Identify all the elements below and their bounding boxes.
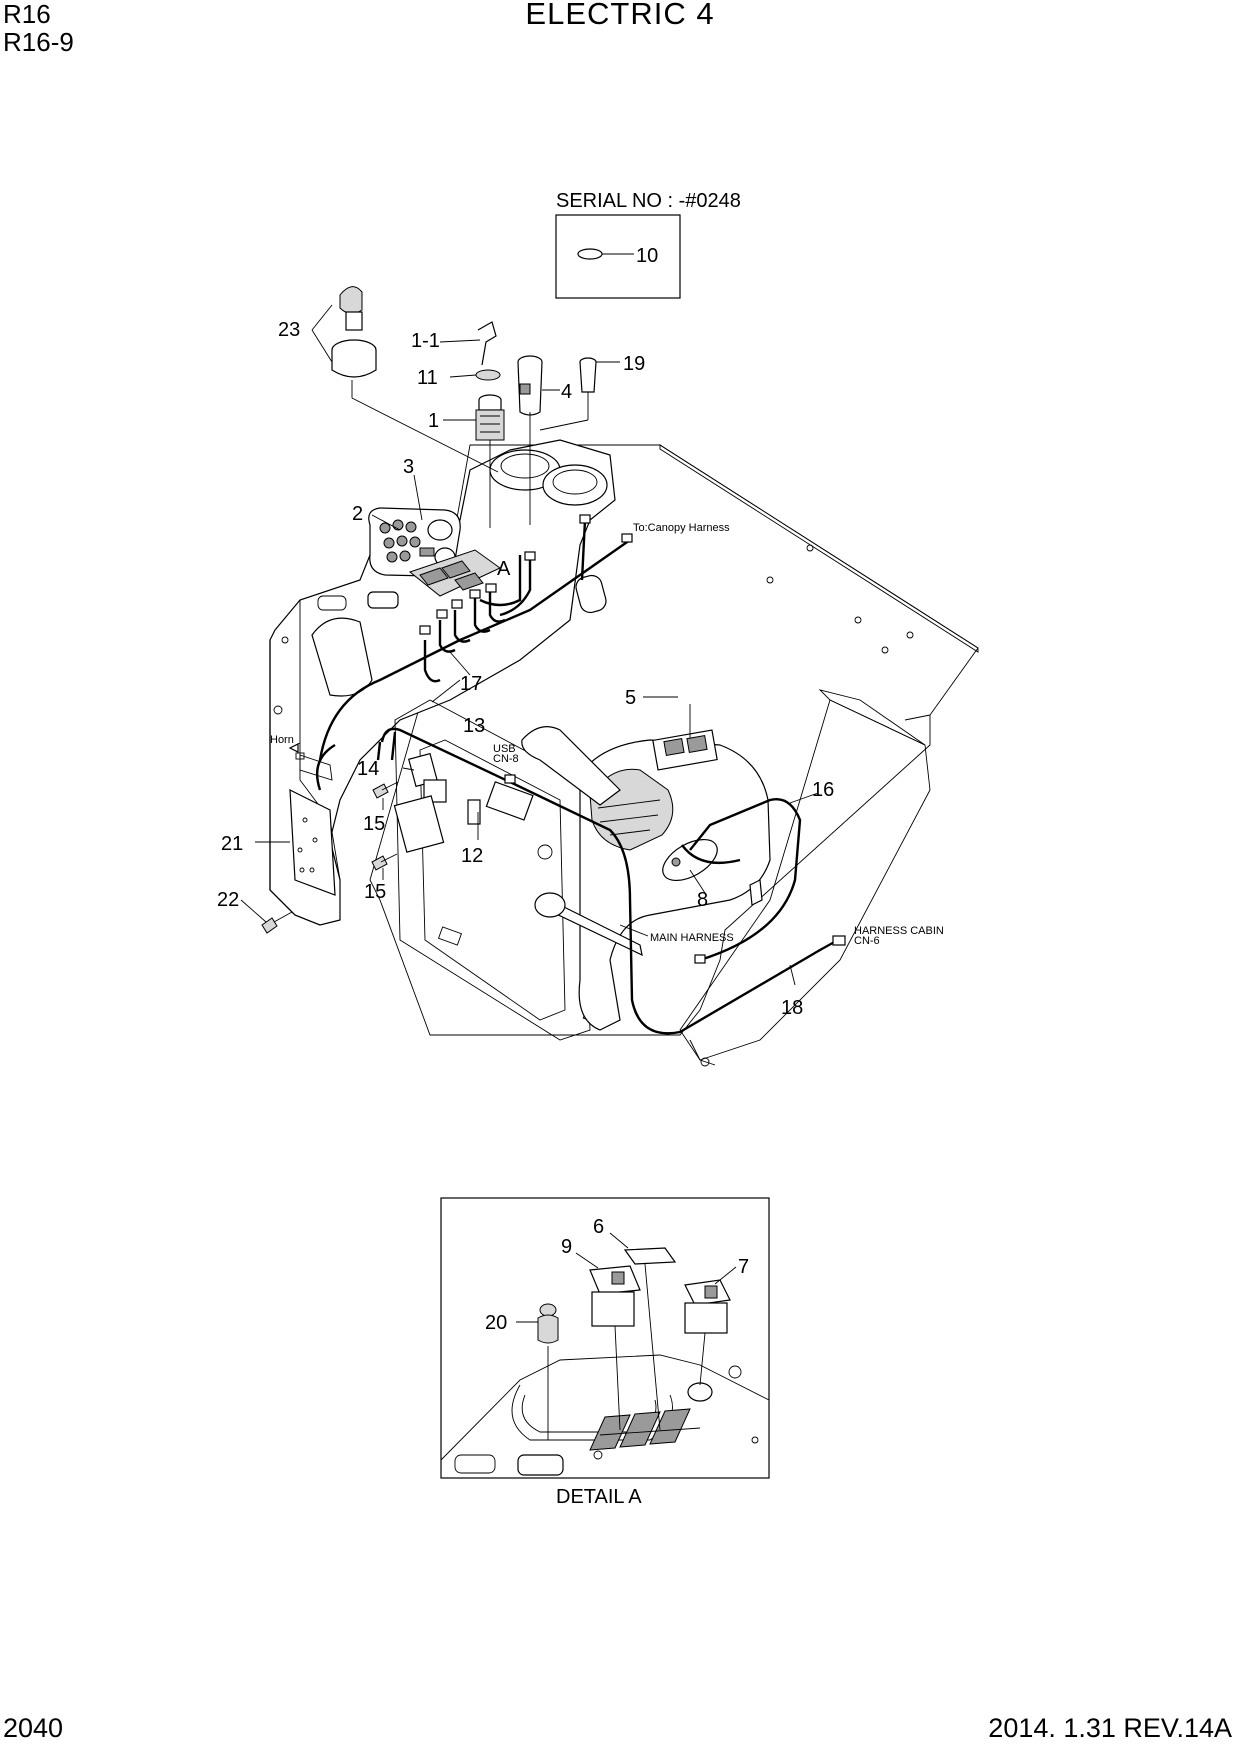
callout-3: 3: [403, 456, 414, 478]
relay-14: [408, 752, 447, 803]
section-code: R16-9: [3, 27, 74, 57]
callout-16: 16: [812, 779, 834, 801]
callout-2: 2: [352, 503, 363, 525]
module-12: [393, 795, 481, 853]
detail-a: 6 9 7 20 DETAIL A: [440, 1197, 770, 1508]
callout-a: A: [497, 558, 511, 580]
callout-22: 22: [217, 889, 239, 911]
callout-13: 13: [463, 715, 485, 737]
o-ring-part: [577, 248, 603, 260]
callout-19: 19: [623, 353, 645, 375]
callout-21: 21: [221, 833, 243, 855]
screw-22: [261, 911, 293, 934]
revision-date: 2014. 1.31 REV.14A: [988, 1713, 1232, 1743]
floor-plate: [369, 444, 979, 1067]
callout-1: 1: [428, 410, 439, 432]
callout-5: 5: [625, 687, 636, 709]
note-main-harness: MAIN HARNESS: [650, 932, 734, 944]
screw-15-upper: [372, 781, 399, 799]
callout-10: 10: [636, 245, 658, 267]
screw-15-lower: [371, 853, 398, 871]
model-code: R16: [3, 0, 51, 29]
callout-15-lower: 15: [364, 881, 386, 903]
serial-frame: [555, 214, 681, 299]
page-title: ELECTRIC 4: [525, 0, 715, 31]
callout-15-upper: 15: [363, 813, 385, 835]
serial-caption: SERIAL NO : -#0248: [556, 190, 741, 212]
callout-8: 8: [697, 889, 708, 911]
note-usb: USB: [493, 743, 516, 755]
callout-12: 12: [461, 845, 483, 867]
callout-1-1: 1-1: [411, 330, 440, 352]
part-19: [579, 357, 597, 393]
serial-box: SERIAL NO : -#0248 10: [555, 190, 741, 299]
callout-9: 9: [561, 1236, 572, 1258]
page-number: 2040: [3, 1713, 64, 1743]
detail-frame: [440, 1197, 770, 1479]
harness-wires: [315, 514, 846, 1035]
callout-7: 7: [738, 1256, 749, 1278]
center-frame: [394, 699, 608, 1041]
callout-11: 11: [417, 367, 438, 389]
callout-labels: 23 1-1 11 1 4 19 3 2 A 5 16 8 17 13 14 1…: [217, 319, 834, 1019]
key-1-1: [477, 321, 497, 366]
callout-6: 6: [593, 1216, 604, 1238]
callout-18: 18: [781, 997, 803, 1019]
socket-4: [517, 355, 543, 416]
ignition-switch-1: [475, 394, 505, 441]
front-panel-21: [289, 754, 336, 896]
harness-notes: To:Canopy Harness Horn USB CN-8 MAIN HAR…: [270, 522, 944, 947]
right-console: [521, 726, 771, 1031]
washer-11: [475, 369, 501, 381]
detail-caption: DETAIL A: [556, 1486, 642, 1508]
callout-17: 17: [460, 673, 482, 695]
note-cn6: CN-6: [854, 935, 880, 947]
callout-20: 20: [485, 1312, 507, 1334]
left-console: [269, 439, 616, 926]
leader-lines: [240, 304, 819, 986]
note-cn8: CN-8: [493, 753, 519, 765]
callout-4: 4: [561, 381, 572, 403]
callout-23: 23: [278, 319, 300, 341]
note-horn: Horn: [270, 734, 294, 746]
note-canopy-harness: To:Canopy Harness: [633, 522, 730, 534]
key-switch-23: [331, 286, 377, 398]
note-harness-cabin: HARNESS CABIN: [854, 925, 944, 937]
callout-14: 14: [357, 758, 379, 780]
